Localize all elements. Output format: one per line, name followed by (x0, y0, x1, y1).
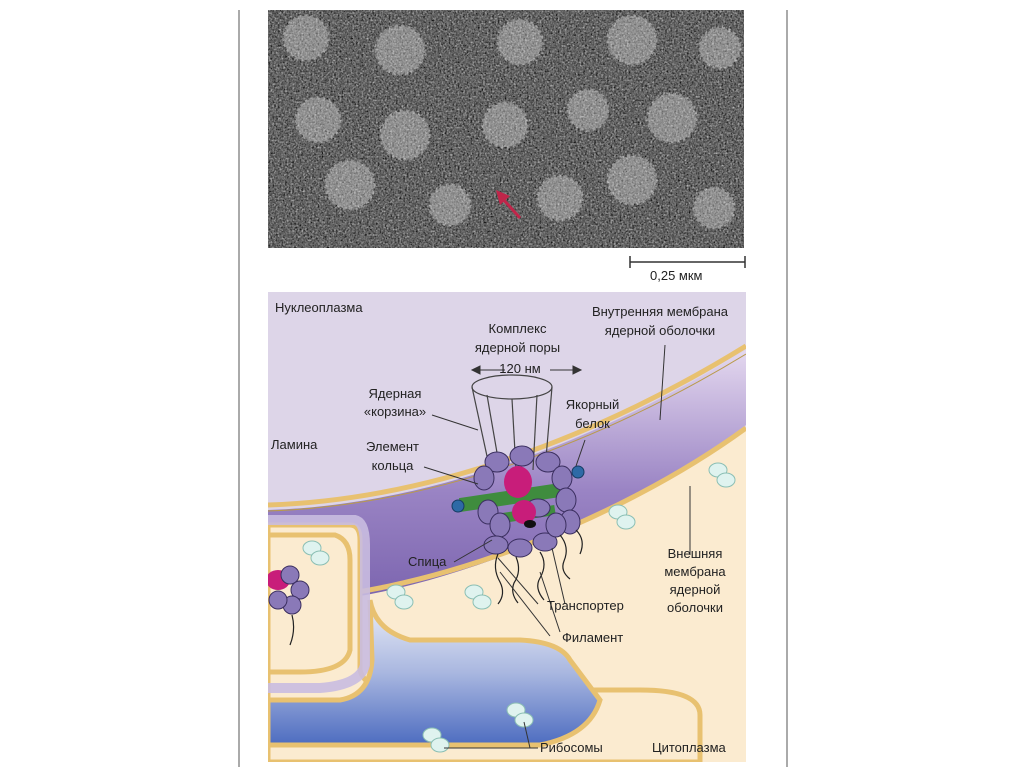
arrow-icon (496, 190, 522, 220)
anchor-protein-label-2: белок (575, 416, 610, 431)
scale-bar (629, 256, 746, 268)
pore-complex (451, 445, 585, 605)
lamina-label: Ламина (271, 437, 318, 452)
transporter-label: Транспортер (547, 598, 624, 613)
cytoplasm-label: Цитоплазма (652, 740, 726, 755)
inner-membrane-label-1: Внутренняя мембрана (591, 304, 729, 319)
electron-micrograph (268, 10, 744, 248)
ring-element-label-2: кольца (371, 458, 414, 473)
filament-label: Филамент (562, 630, 624, 645)
basket-label-2: «корзина» (363, 404, 427, 419)
partial-pore-complex (268, 565, 310, 646)
ring-element-label-1: Элемент (365, 439, 420, 454)
leader-lines (423, 344, 691, 749)
inner-membrane-label-2: ядерной оболочки (604, 323, 716, 338)
anchor-protein-label-1: Якорный (565, 397, 620, 412)
scale-bar-label: 0,25 мкм (650, 268, 703, 283)
basket-label-1: Ядерная (368, 386, 422, 401)
dimension-arrow (470, 365, 583, 375)
ribosomes-label: Рибосомы (540, 740, 603, 755)
nuclear-pore-diagram (268, 292, 746, 762)
outer-membrane-label-2: мембрана (664, 564, 726, 579)
nucleoplasm-label: Нуклеоплазма (275, 300, 363, 315)
pore-width-label: 120 нм (499, 361, 541, 376)
spoke-label: Спица (408, 554, 447, 569)
pore-rosettes (282, 14, 742, 230)
pore-complex-label-2: ядерной поры (474, 340, 561, 355)
outer-membrane-label-3: ядерной (669, 582, 721, 597)
outer-membrane-label-1: Внешняя (667, 546, 723, 561)
outer-membrane-label-4: оболочки (666, 600, 724, 615)
pore-complex-label-1: Комплекс (488, 321, 547, 336)
